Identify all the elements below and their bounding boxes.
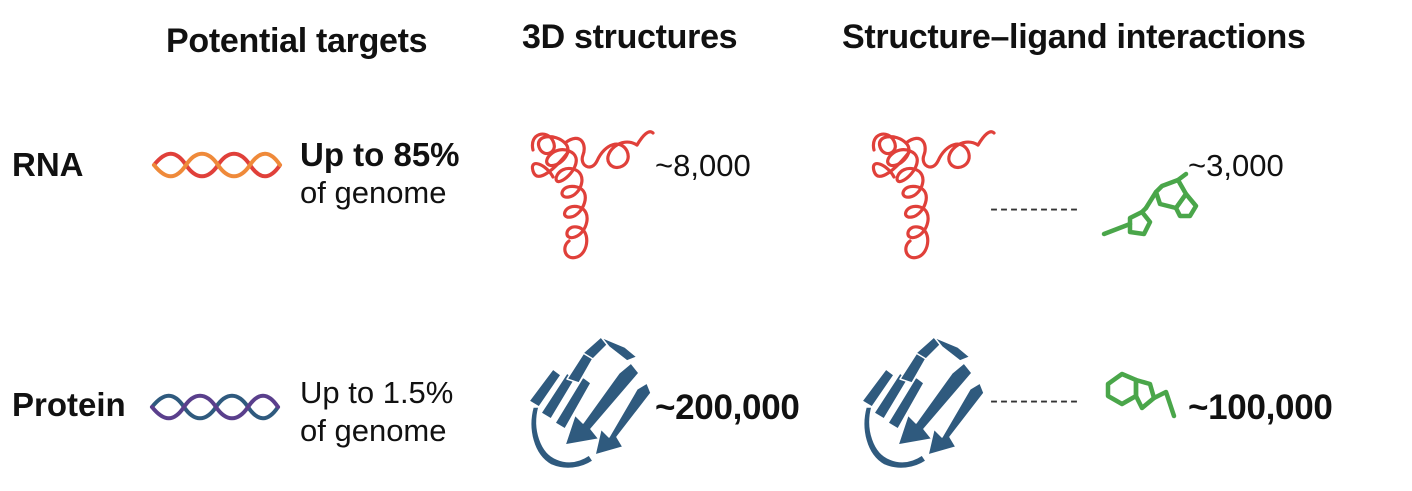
protein-structures-count: ~200,000 [655,388,800,427]
rna-interaction-structure-icon [871,130,996,260]
protein-double-helix-icon [150,393,280,421]
rna-interactions-count: ~3,000 [1188,148,1284,183]
protein-target-text: Up to 1.5% of genome [300,374,453,450]
rna-target-percent: Up to 85% [300,136,460,173]
protein-ligand-molecule-icon [1105,371,1177,419]
rna-double-helix-icon [152,151,282,179]
header-structure-ligand-interactions: Structure–ligand interactions [842,18,1306,56]
protein-target-percent: Up to 1.5% [300,375,454,410]
protein-interactions-count: ~100,000 [1188,388,1333,427]
row-label-rna: RNA [12,146,84,183]
rna-target-text: Up to 85% of genome [300,136,460,212]
rna-ligand-molecule-icon [1101,171,1199,237]
row-label-protein: Protein [12,386,126,423]
protein-interaction-connector: --------- [990,387,1080,414]
protein-target-genome: of genome [300,413,447,448]
rna-interaction-connector: --------- [990,195,1080,222]
protein-structure-icon [528,336,652,470]
rna-structures-count: ~8,000 [655,148,751,183]
rna-structure-icon [530,130,655,260]
header-3d-structures: 3D structures [522,18,738,56]
rna-target-genome: of genome [300,175,447,210]
header-potential-targets: Potential targets [166,22,428,60]
protein-interaction-structure-icon [861,336,985,470]
